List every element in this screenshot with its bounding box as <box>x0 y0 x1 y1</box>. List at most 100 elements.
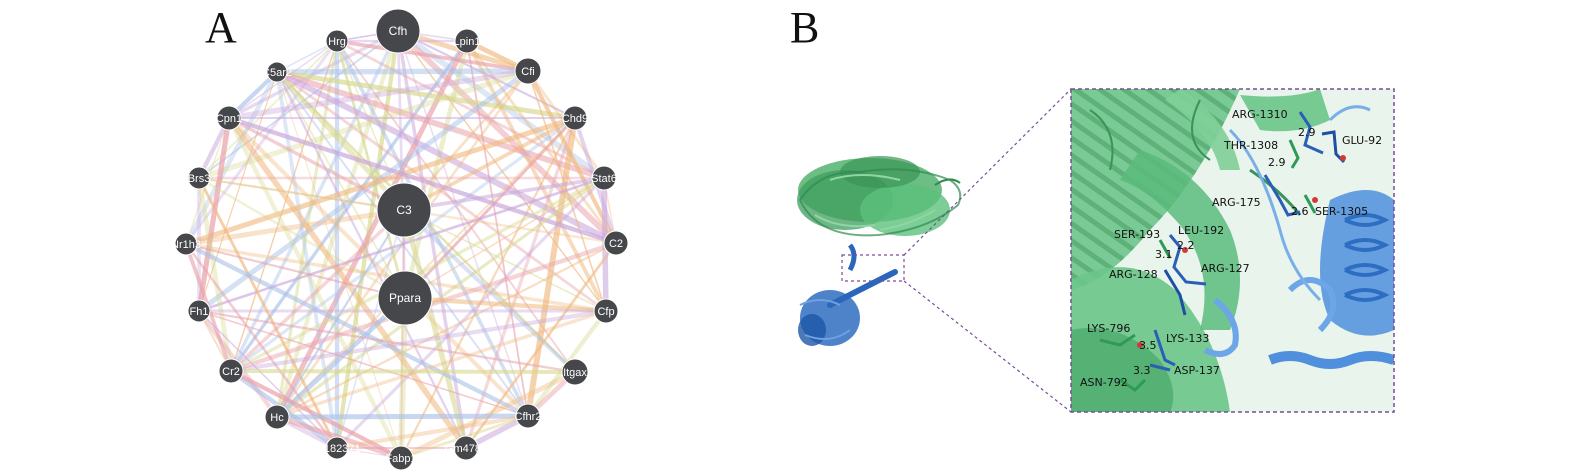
distance-label: 3.1 <box>1155 248 1173 261</box>
residue-label: SER-193 <box>1114 228 1160 241</box>
node-circle <box>218 358 244 384</box>
node-label: Chd9 <box>562 113 588 125</box>
network-edge <box>276 413 529 420</box>
zoom-line-top <box>903 88 1072 256</box>
network-node: C5ar2 <box>262 61 292 83</box>
network-edge <box>397 30 607 312</box>
network-edges <box>183 28 619 461</box>
node-circle <box>325 29 349 53</box>
network-edge <box>276 209 405 418</box>
residue-label: ARG-1310 <box>1232 108 1288 121</box>
network-edge <box>226 116 404 460</box>
node-circle <box>561 358 589 386</box>
network-edge <box>274 39 470 419</box>
network-edge <box>198 176 605 313</box>
network-edge <box>198 310 338 449</box>
node-label: Cfi <box>521 66 534 78</box>
residue-label: ARG-128 <box>1109 268 1158 281</box>
distance-label: 3.3 <box>1133 364 1151 377</box>
network-edge <box>198 310 529 417</box>
network-edge <box>404 177 605 299</box>
distance-label: 3.5 <box>1139 339 1157 352</box>
c3-overview <box>797 156 962 237</box>
network-node: AI182371 <box>313 436 361 460</box>
distance-label: 2.2 <box>1177 239 1195 252</box>
node-circle <box>325 436 349 460</box>
node-circle <box>593 298 619 324</box>
node-label: C2 <box>609 238 623 250</box>
network-edge <box>395 28 619 246</box>
node-label: Cfp <box>597 306 614 318</box>
residue-label: LYS-133 <box>1166 332 1209 345</box>
network-node: Brs3 <box>187 166 211 190</box>
network-node: Cpn1 <box>216 105 242 131</box>
network-node: Cr2 <box>218 358 244 384</box>
network-edge <box>465 40 608 312</box>
node-label: Hc <box>270 412 284 424</box>
residue-label: ASN-792 <box>1080 376 1128 389</box>
node-label: Ppara <box>389 291 421 305</box>
node-label: Gm4788 <box>445 443 487 455</box>
overview-structure <box>797 88 1072 413</box>
node-circle <box>375 8 421 54</box>
network-edge <box>276 117 576 418</box>
network-edge <box>276 176 605 419</box>
network-edge <box>276 71 406 299</box>
network-edge <box>198 68 529 181</box>
network-edge <box>402 208 577 374</box>
network-node: Cfhr2 <box>515 403 541 429</box>
node-circle <box>515 403 541 429</box>
network-node: Hrg <box>325 29 349 53</box>
node-label: Itgax <box>563 367 587 379</box>
network-edge <box>230 308 607 374</box>
network-node: Itgax <box>561 358 589 386</box>
node-circle <box>174 232 198 256</box>
network-edge <box>198 30 399 179</box>
panel-label-b: B <box>790 3 820 52</box>
node-label: Cpn1 <box>216 113 242 125</box>
node-label: Lpin1 <box>454 36 481 48</box>
network-node: Stat6 <box>591 165 617 191</box>
node-label: Hrg <box>328 36 346 48</box>
network-edge <box>198 177 405 211</box>
distance-label: 2.6 <box>1291 205 1309 218</box>
network-edge <box>228 115 617 246</box>
network-edge <box>336 39 605 180</box>
network-edge <box>185 242 406 300</box>
node-circle <box>562 105 588 131</box>
network-node: Cfp <box>593 298 619 324</box>
network-edge <box>196 117 232 312</box>
network-node: Cfi <box>514 57 542 85</box>
zoom-box <box>841 254 905 282</box>
network-edge <box>227 116 530 418</box>
interface-inset <box>1071 89 1394 412</box>
network-edge <box>336 40 576 373</box>
network-edge <box>276 69 605 181</box>
network-edge <box>198 71 278 312</box>
network-edge <box>185 115 576 247</box>
network-edge <box>336 413 529 451</box>
node-circle <box>388 445 414 471</box>
residue-label: ASP-137 <box>1174 364 1220 377</box>
network-edge <box>184 40 339 245</box>
residue-label: ARG-127 <box>1201 262 1250 275</box>
network-node: Hc <box>264 404 290 430</box>
node-circle <box>187 299 211 323</box>
network-edge <box>275 71 468 449</box>
node-label: Cfh <box>389 24 408 38</box>
residue-label: SER-1305 <box>1315 205 1368 218</box>
network-node: C2 <box>603 230 629 256</box>
network-edge <box>230 369 576 374</box>
network-node: Nr1h3 <box>171 232 201 256</box>
network-edge <box>198 176 406 300</box>
network-node: C3 <box>376 182 432 238</box>
residue-label: GLU-92 <box>1342 134 1382 147</box>
zoom-line-bottom <box>903 280 1072 413</box>
panel-label-a: A <box>205 3 237 52</box>
network-node: Ppara <box>377 270 433 326</box>
network-edge <box>404 295 607 314</box>
network-edge <box>198 309 576 374</box>
network-edge <box>276 68 529 75</box>
network-edge <box>276 309 607 419</box>
